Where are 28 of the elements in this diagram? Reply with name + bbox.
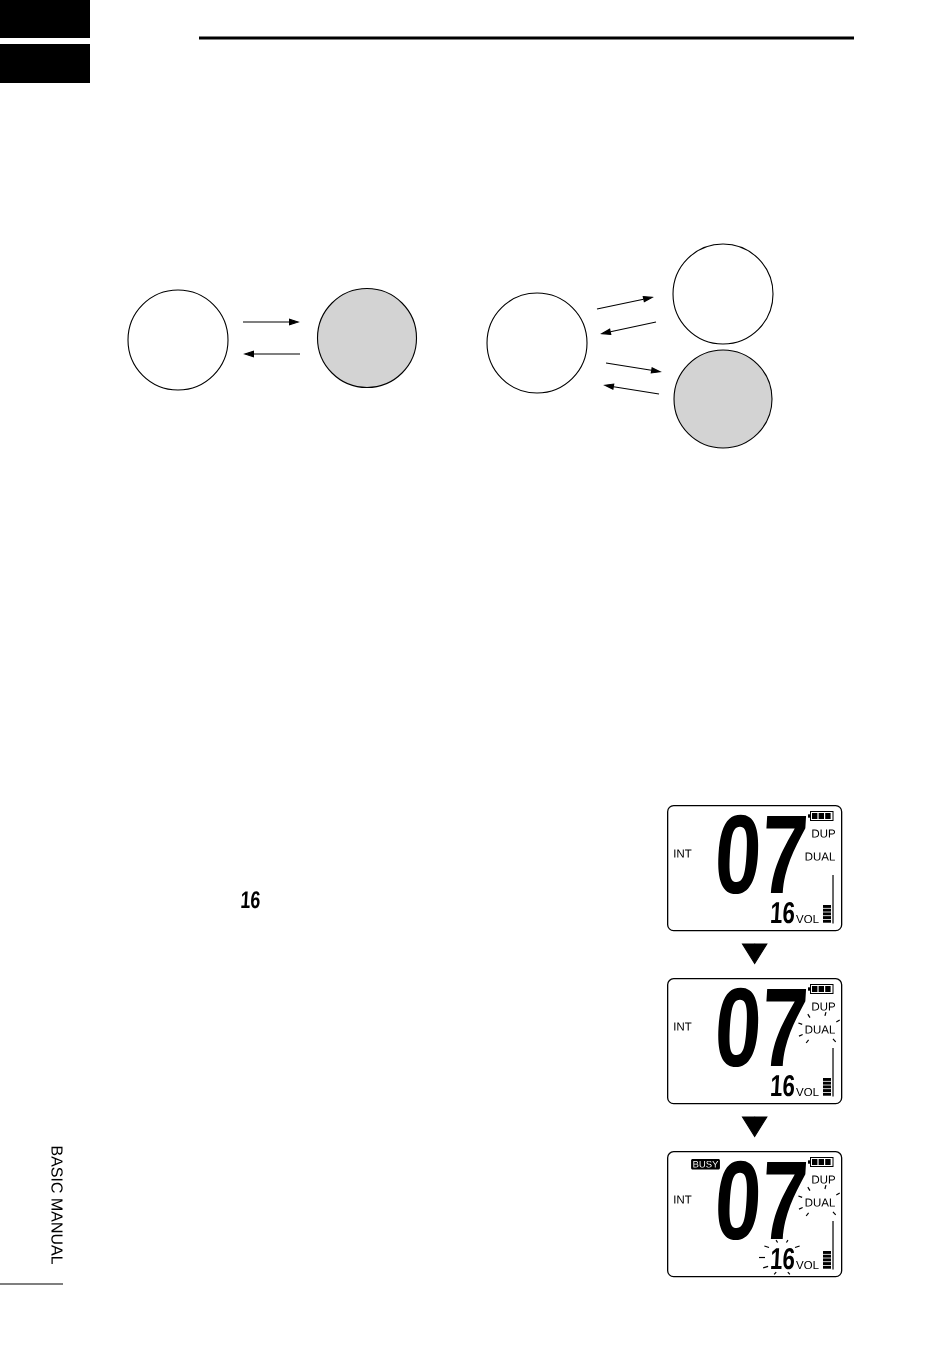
lcd-label: DUP	[812, 1002, 836, 1011]
lcd-label: INT	[674, 849, 692, 858]
lcd-label: INT	[674, 1195, 692, 1204]
channel-number: 16	[771, 1075, 795, 1097]
digit-readout: 07	[718, 814, 807, 895]
channel-number: 16	[771, 902, 795, 924]
circle	[486, 292, 588, 394]
circle	[673, 349, 773, 449]
section-label: BASIC MANUAL	[51, 1146, 63, 1265]
circle	[316, 287, 418, 389]
lcd-label: VOL	[796, 1261, 819, 1270]
lcd-label: DUAL	[805, 1198, 835, 1207]
circle	[672, 243, 774, 345]
channel-number: 16	[241, 891, 260, 909]
digit-readout: 07	[718, 1160, 807, 1241]
digit-readout: 07	[718, 987, 807, 1068]
lcd-label: DUP	[812, 829, 836, 838]
lcd-label: VOL	[796, 915, 819, 924]
circle	[127, 289, 229, 391]
lcd-label: DUAL	[805, 1025, 835, 1034]
channel-number: 16	[771, 1248, 795, 1270]
section-tab	[0, 44, 90, 83]
section-tab	[0, 0, 90, 38]
lcd-label: VOL	[796, 1088, 819, 1097]
busy-indicator: BUSY	[691, 1159, 720, 1170]
lcd-label: DUP	[812, 1175, 836, 1184]
lcd-label: INT	[674, 1022, 692, 1031]
lcd-label: DUAL	[805, 852, 835, 861]
